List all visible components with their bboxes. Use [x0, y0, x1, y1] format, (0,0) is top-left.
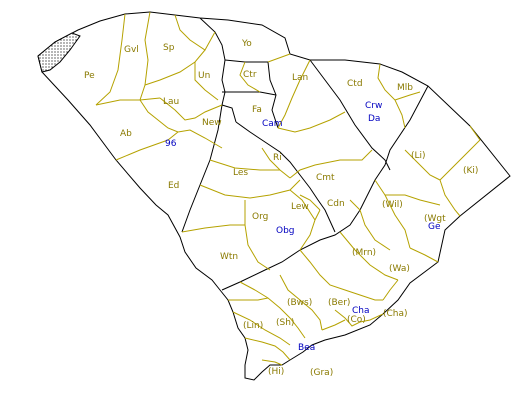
county-label-cdn: Cdn: [327, 199, 345, 209]
lake-hatch: [37, 32, 81, 73]
county-label-ctr: Ctr: [243, 70, 257, 80]
county-label-mrn: (Mrn): [352, 248, 376, 258]
county-label-lew: Lew: [291, 202, 309, 212]
county-label-les: Les: [233, 168, 248, 178]
place-label-cam: Cam: [262, 119, 283, 129]
county-label-ctd: Ctd: [347, 79, 363, 89]
county-label-sp: Sp: [163, 43, 175, 53]
county-label-wa: (Wa): [389, 264, 410, 274]
county-label-mlb: Mlb: [397, 83, 413, 93]
county-label-bws: (Bws): [287, 298, 312, 308]
place-label-96: 96: [165, 139, 177, 149]
county-label-ki: (Ki): [463, 166, 478, 176]
state-outline: [37, 11, 511, 381]
county-label-new: New: [202, 118, 222, 128]
place-label-da: Da: [368, 114, 380, 124]
place-label-obg: Obg: [276, 226, 295, 236]
county-label-wil: (Wil): [382, 200, 403, 210]
county-label-wgt: (Wgt: [424, 214, 446, 224]
place-label-cha: Cha: [352, 306, 370, 316]
county-label-lin: (Lin): [243, 321, 263, 331]
county-label-org: Org: [252, 212, 268, 222]
county-label-li: (Li): [411, 151, 426, 161]
county-label-pe: Pe: [84, 71, 95, 81]
county-labels: Pe Gvl Sp Yo Ctr Un Lan Ctd Mlb Lau Fa N…: [84, 39, 478, 378]
county-label-wtn: Wtn: [220, 252, 238, 262]
county-label-co: (Co): [347, 315, 366, 325]
county-label-lau: Lau: [163, 97, 179, 107]
place-label-crw: Crw: [365, 101, 382, 111]
county-label-gvl: Gvl: [124, 45, 139, 55]
county-label-yo: Yo: [241, 39, 252, 49]
county-label-hi: (Hi): [268, 367, 284, 377]
county-boundaries: [95, 11, 481, 366]
county-label-fa: Fa: [252, 105, 262, 115]
county-label-gra: (Gra): [310, 368, 333, 378]
place-label-bea: Bea: [298, 343, 315, 353]
county-label-ber: (Ber): [328, 298, 350, 308]
county-label-lan: Lan: [292, 73, 308, 83]
county-label-sh: (Sh): [276, 318, 294, 328]
county-label-ed: Ed: [168, 181, 179, 191]
county-label-ri: Ri: [273, 153, 282, 163]
county-label-cmt: Cmt: [316, 173, 335, 183]
county-label-cha: (Cha): [383, 309, 408, 319]
county-label-un: Un: [198, 71, 210, 81]
place-label-ge: Ge: [428, 222, 441, 232]
county-label-ab: Ab: [120, 129, 132, 139]
place-labels: Crw Da Cam 96 Obg Ge Cha Bea: [165, 101, 441, 353]
